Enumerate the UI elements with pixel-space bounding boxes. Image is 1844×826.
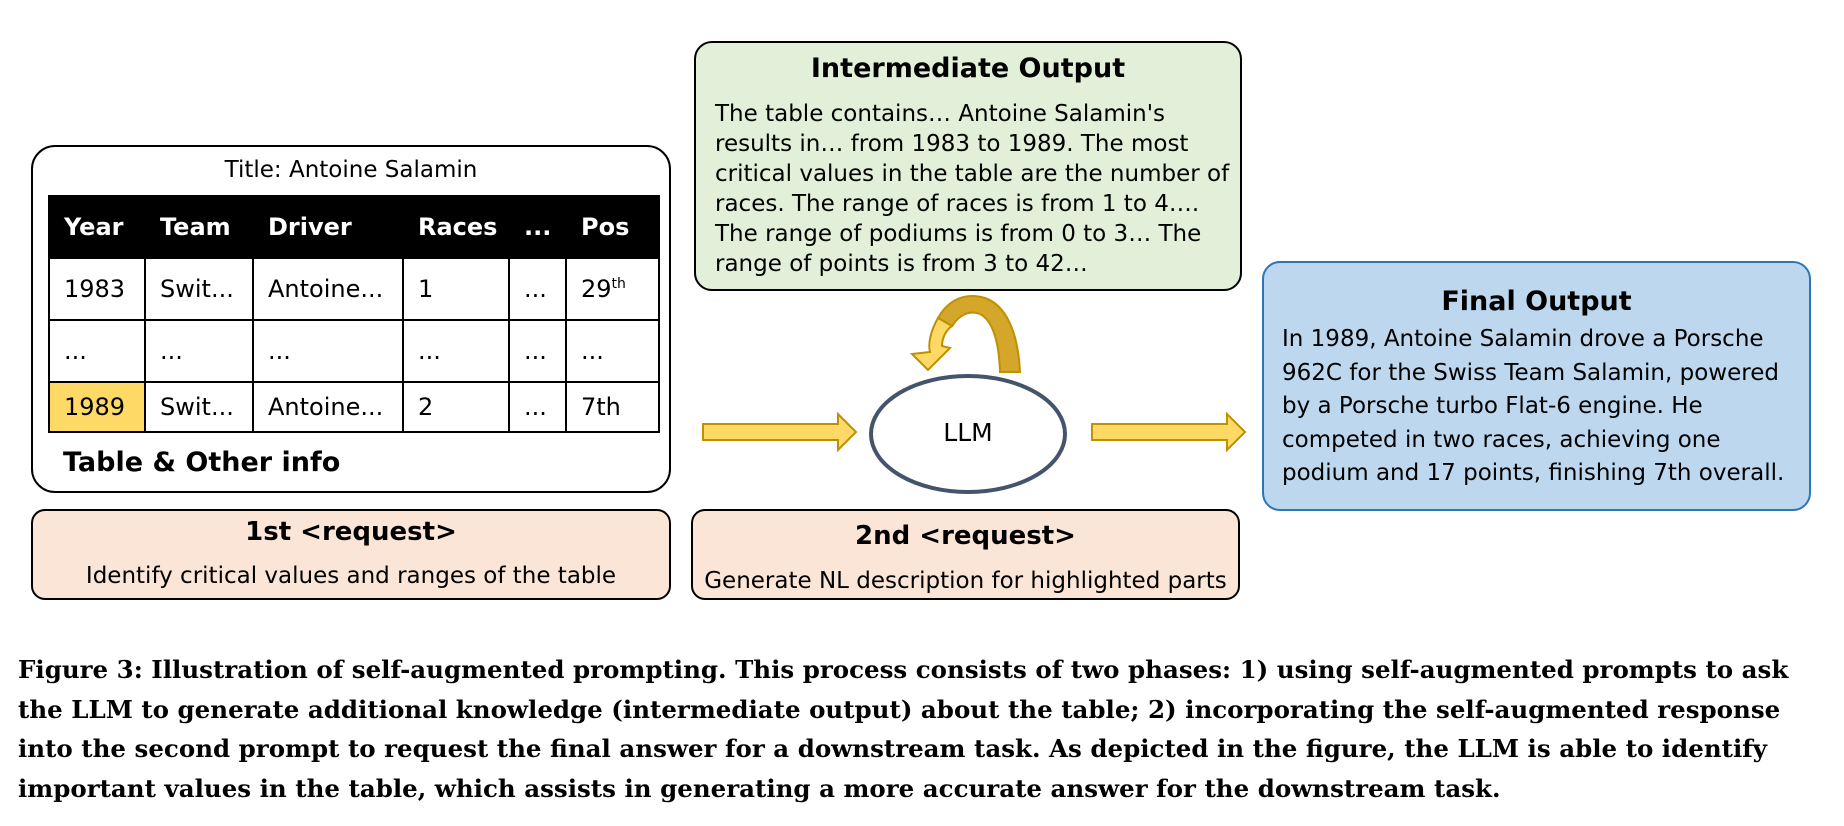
- header-more: ...: [508, 195, 567, 259]
- intermediate-output-text: The table contains… Antoine Salamin's re…: [715, 101, 1230, 277]
- cell-more: ...: [508, 381, 567, 433]
- table-row: 1989 Swit... Antoine... 2 ... 7th: [48, 381, 660, 433]
- cell-more: ...: [508, 257, 567, 321]
- cell-races: ...: [402, 319, 510, 383]
- loop-arrow-icon: [909, 295, 1022, 373]
- first-request-box: 1st <request> Identify critical values a…: [31, 509, 671, 600]
- llm-node: [869, 374, 1067, 494]
- intermediate-output-title: Intermediate Output: [810, 53, 1126, 84]
- cell-races: 2: [402, 381, 510, 433]
- table-header-row: Year Team Driver Races ... Pos: [48, 195, 660, 259]
- arrow-llm-to-final-output: [1091, 411, 1247, 453]
- header-year: Year: [48, 195, 146, 259]
- final-output-title: Final Output: [1441, 286, 1632, 317]
- arrow-table-to-llm: [702, 411, 858, 453]
- intermediate-output-box: Intermediate Output The table contains… …: [694, 41, 1242, 291]
- first-request-text: Identify critical values and ranges of t…: [85, 563, 617, 589]
- cell-pos: ...: [565, 319, 660, 383]
- cell-races: 1: [402, 257, 510, 321]
- final-output-text: In 1989, Antoine Salamin drove a Porsche…: [1282, 326, 1785, 486]
- cell-driver: Antoine...: [252, 381, 404, 433]
- second-request-text: Generate NL description for highlighted …: [704, 568, 1227, 594]
- cell-driver: ...: [252, 319, 404, 383]
- cell-pos: 29th: [565, 257, 660, 321]
- header-team: Team: [144, 195, 254, 259]
- pos-suffix: th: [611, 276, 626, 292]
- table-info-label: Table & Other info: [63, 447, 341, 478]
- header-driver: Driver: [252, 195, 404, 259]
- cell-year: 1983: [48, 257, 146, 321]
- figure-caption: Figure 3: Illustration of self-augmented…: [18, 655, 1789, 803]
- cell-pos: 7th: [565, 381, 660, 433]
- pos-value: 29: [581, 275, 612, 303]
- llm-label: LLM: [943, 418, 993, 447]
- header-races: Races: [402, 195, 510, 259]
- second-request-box: 2nd <request> Generate NL description fo…: [691, 509, 1240, 600]
- data-table: Year Team Driver Races ... Pos 1983 Swit…: [48, 195, 660, 433]
- table-title: Title: Antoine Salamin: [224, 157, 478, 183]
- header-pos: Pos: [565, 195, 660, 259]
- cell-more: ...: [508, 319, 567, 383]
- cell-year-highlighted: 1989: [48, 381, 146, 433]
- first-request-title: 1st <request>: [245, 517, 457, 547]
- cell-team: ...: [144, 319, 254, 383]
- second-request-title: 2nd <request>: [855, 521, 1076, 551]
- cell-team: Swit...: [144, 257, 254, 321]
- final-output-box: Final Output In 1989, Antoine Salamin dr…: [1262, 261, 1811, 511]
- table-row: ... ... ... ... ... ...: [48, 319, 660, 383]
- table-info-panel: Title: Antoine Salamin Year Team Driver …: [31, 145, 671, 493]
- cell-year: ...: [48, 319, 146, 383]
- cell-team: Swit...: [144, 381, 254, 433]
- cell-driver: Antoine...: [252, 257, 404, 321]
- table-row: 1983 Swit... Antoine... 1 ... 29th: [48, 257, 660, 321]
